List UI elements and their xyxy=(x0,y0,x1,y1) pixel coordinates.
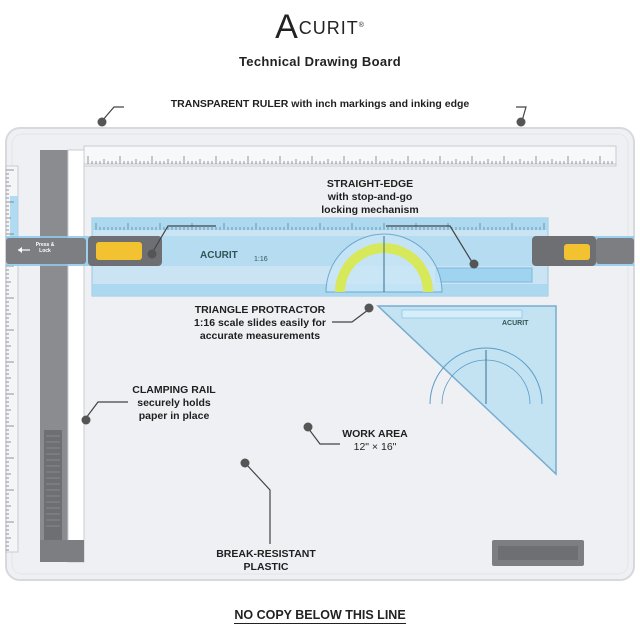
clamping-rail xyxy=(40,149,85,563)
plastic-title: BREAK-RESISTANT xyxy=(216,548,316,560)
protractor-title: TRIANGLE PROTRACTOR xyxy=(194,304,326,316)
footer-notice: NO COPY BELOW THIS LINE xyxy=(234,608,406,624)
right-lock-clamp xyxy=(435,236,634,283)
bottom-grip xyxy=(492,540,584,566)
plastic-line2: PLASTIC xyxy=(243,561,289,573)
plastic-callout: BREAK-RESISTANT PLASTIC xyxy=(200,548,332,574)
press-lock-label: Press & Lock xyxy=(35,242,55,254)
press-lock-clamp xyxy=(6,236,162,266)
triangle-logo: ACURIT xyxy=(502,320,529,327)
brand-logo: ACURIT® xyxy=(0,8,640,47)
top-ruler xyxy=(83,145,617,167)
brand-initial: A xyxy=(275,8,299,46)
rail-title: CLAMPING RAIL xyxy=(132,384,216,396)
protractor-line3: accurate measurements xyxy=(199,330,321,342)
work-area-callout: WORK AREA 12" × 16" xyxy=(330,428,420,454)
straight-edge-callout: STRAIGHT-EDGE with stop-and-go locking m… xyxy=(290,178,450,217)
work-area-title: WORK AREA xyxy=(342,428,408,440)
page-subtitle: Technical Drawing Board xyxy=(239,54,401,69)
work-area-size: 12" × 16" xyxy=(353,441,397,453)
straight-edge-line2: with stop-and-go xyxy=(327,191,413,203)
rail-line2: securely holds xyxy=(137,397,211,409)
straight-edge-title: STRAIGHT-EDGE xyxy=(326,178,414,190)
straight-edge-line3: locking mechanism xyxy=(321,204,419,216)
protractor-callout: TRIANGLE PROTRACTOR 1:16 scale slides ea… xyxy=(180,304,340,343)
rail-callout: CLAMPING RAIL securely holds paper in pl… xyxy=(120,384,228,423)
protractor-line2: 1:16 scale slides easily for xyxy=(194,317,326,329)
brand-registered: ® xyxy=(358,22,365,29)
head-protractor xyxy=(325,233,443,293)
ruler-callout: TRANSPARENT RULER with inch markings and… xyxy=(170,98,470,110)
scale-label: 1:16 xyxy=(254,256,268,263)
rail-line3: paper in place xyxy=(138,410,210,422)
ruler-logo: ACURIT xyxy=(200,250,238,261)
triangle-protractor xyxy=(376,305,557,476)
brand-rest: CURIT xyxy=(298,18,359,38)
